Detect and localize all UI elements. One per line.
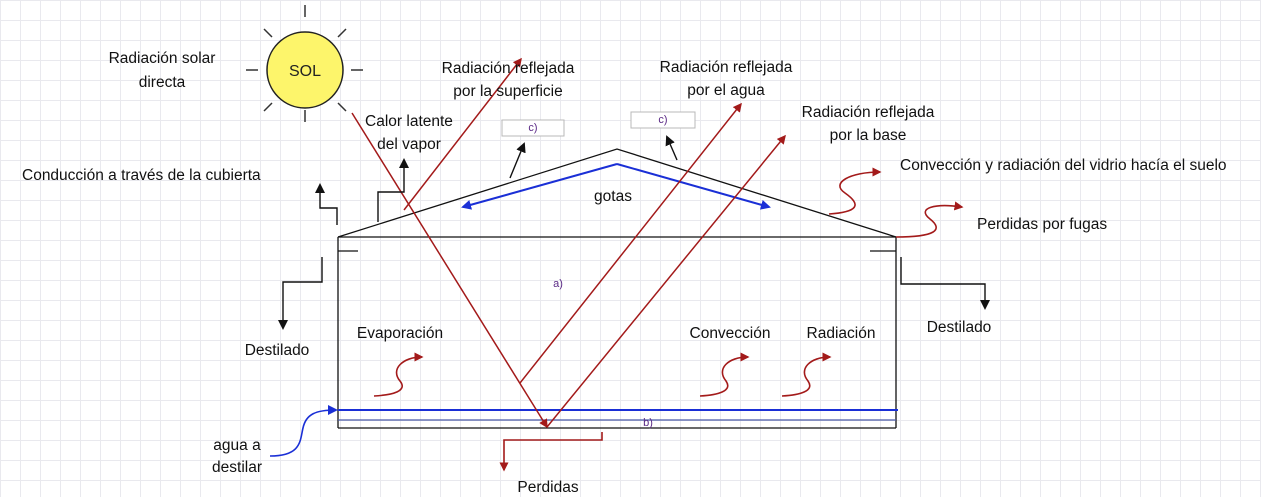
reflected-surface-ray [403, 57, 522, 211]
destilado-left-arrow [278, 257, 323, 330]
reflejada-agua-2: por el agua [687, 82, 765, 99]
b-label: b) [643, 417, 653, 429]
radiacion-label: Radiación [807, 325, 876, 342]
agua-label-2: destilar [212, 459, 262, 476]
c2-label: c) [658, 114, 667, 126]
wavy-arrows [373, 167, 964, 472]
destilado-right-arrow [900, 257, 990, 310]
drops-flow [461, 163, 771, 210]
black-arrows [278, 135, 990, 330]
evaporacion-arrow [373, 352, 424, 397]
still-structure [337, 148, 897, 429]
reflejada-superficie-2: por la superficie [453, 83, 562, 100]
c2-pointer [665, 135, 678, 161]
solar-label-1: Radiación solar [109, 50, 216, 67]
conveccion-vidrio-label: Convección y radiación del vidrio hacía … [900, 157, 1227, 174]
sun-disc [266, 31, 344, 109]
a-label: a) [553, 278, 563, 290]
water-layer [338, 409, 898, 421]
c2-box [630, 111, 696, 129]
direct-solar-ray [351, 112, 548, 429]
reflejada-base-1: Radiación reflejada [802, 104, 935, 121]
destilado-right-label: Destilado [927, 319, 992, 336]
glass-roof [337, 148, 897, 238]
calor-latente-2: del vapor [377, 136, 441, 153]
reflected-base-ray [546, 134, 786, 428]
sun: SOL [246, 5, 363, 122]
calor-latente-arrow [377, 158, 409, 222]
destilado-left-label: Destilado [245, 342, 310, 359]
conduccion-label: Conducción a través de la cubierta [22, 167, 261, 184]
c1-box [501, 119, 565, 137]
sun-rays [246, 5, 363, 122]
reflejada-superficie-1: Radiación reflejada [442, 60, 575, 77]
evaporacion-label: Evaporación [357, 325, 443, 342]
gotas-label: gotas [594, 188, 632, 205]
reflejada-agua-1: Radiación reflejada [660, 59, 793, 76]
perdidas-fugas-label: Perdidas por fugas [977, 216, 1107, 233]
c-boxes [501, 111, 696, 137]
reflected-water-ray [519, 102, 742, 384]
perdidas-label: Perdidas [517, 479, 578, 496]
conveccion-label: Convección [690, 325, 771, 342]
solar-label-2: directa [139, 74, 186, 91]
c1-pointer [509, 142, 526, 179]
sun-label: SOL [289, 63, 321, 80]
conveccion-arrow [699, 352, 750, 397]
reflejada-base-2: por la base [830, 127, 907, 144]
conduccion-arrow [315, 183, 338, 225]
calor-latente-1: Calor latente [365, 113, 453, 130]
radiation-rays [351, 57, 786, 429]
conveccion-vidrio-arrow [828, 167, 882, 215]
radiacion-arrow [781, 352, 832, 397]
c1-label: c) [528, 122, 537, 134]
fugas-arrow [895, 201, 964, 238]
water-inlet-arrow [269, 405, 338, 457]
agua-label-1: agua a [213, 437, 261, 454]
perdidas-arrow [499, 432, 603, 472]
